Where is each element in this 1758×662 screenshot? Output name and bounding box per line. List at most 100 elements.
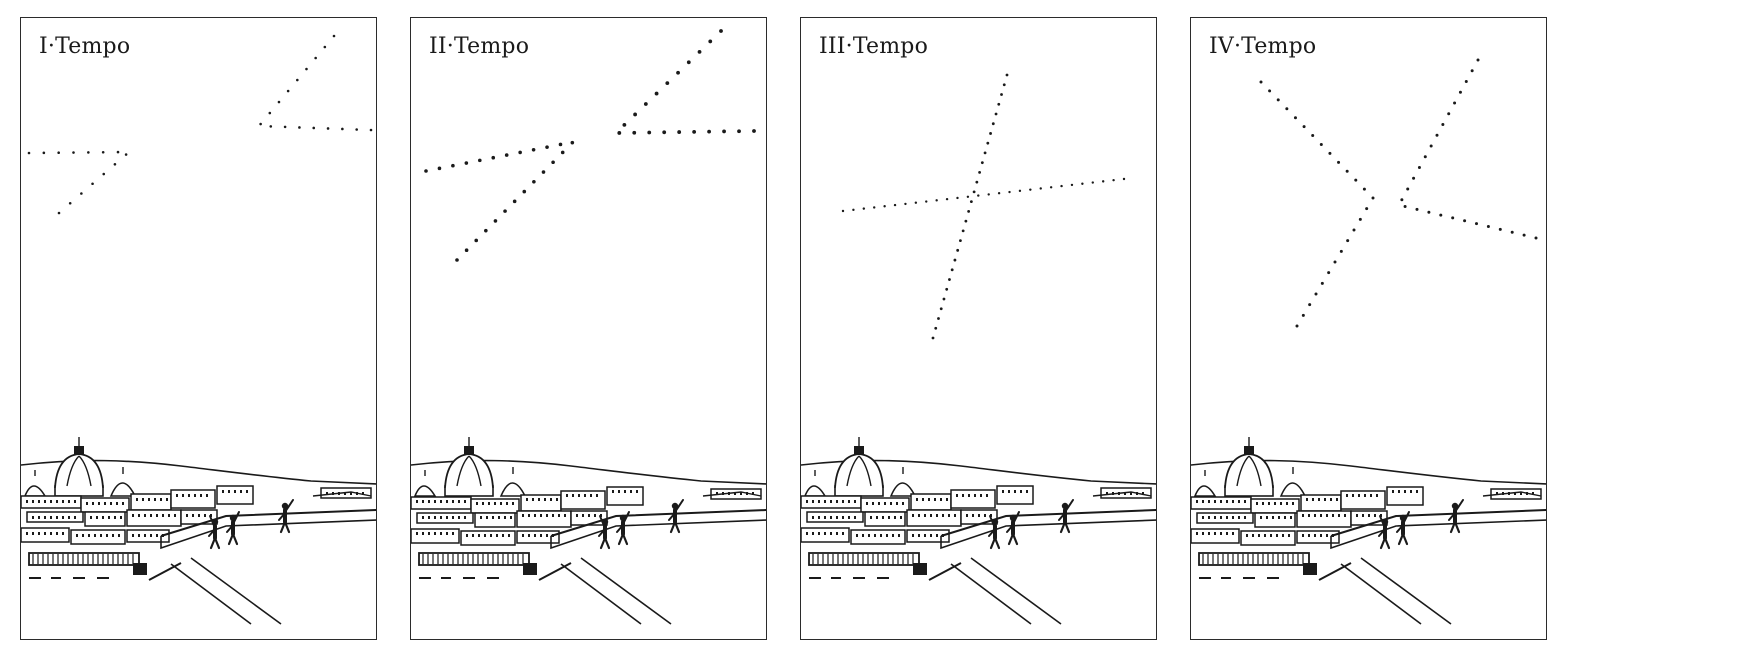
bird-dot (873, 206, 876, 209)
bird-dot (1268, 89, 1272, 93)
bird-dot (57, 211, 61, 215)
bird-dot (113, 162, 117, 166)
bird-dot (1112, 178, 1115, 182)
bird-dot (268, 111, 272, 115)
bird-dot (737, 129, 741, 134)
bird-dot (1327, 271, 1331, 275)
bird-dot (937, 317, 940, 320)
bird-dot (504, 153, 509, 157)
bird-dot (643, 102, 648, 106)
bird-dot (551, 160, 555, 165)
bird-dot (987, 193, 990, 196)
bird-dot (42, 151, 46, 155)
bird-dot (1328, 151, 1332, 155)
bird-dot (914, 201, 918, 204)
bird-dot (647, 130, 652, 135)
panel-title: I·Tempo (39, 34, 131, 59)
bird-dot (1427, 210, 1431, 214)
bird-dot (1400, 198, 1404, 202)
bird-dot (1451, 216, 1455, 220)
bird-dot (948, 278, 951, 281)
bird-dot (1417, 165, 1421, 169)
bird-dot (752, 129, 756, 133)
bird-dot (1008, 190, 1011, 194)
bird-dot (558, 142, 563, 147)
bird-formation (424, 29, 756, 262)
bird-dot (1311, 134, 1315, 138)
bird-dot (632, 130, 637, 135)
bird-dot (708, 39, 713, 44)
bird-dot (545, 145, 549, 149)
bird-dot (286, 89, 290, 93)
bird-dot (1259, 80, 1263, 84)
bird-dot (283, 125, 287, 129)
bird-dot (541, 170, 546, 174)
bird-dot (1319, 142, 1323, 146)
bird-dot (1362, 187, 1366, 191)
city-skyline (1191, 437, 1546, 625)
bird-dot (945, 197, 949, 201)
panel-tempo-4: IV·Tempo (1190, 17, 1547, 640)
bird-dot (72, 151, 75, 154)
bird-dot (904, 202, 907, 206)
bird-dot (1441, 122, 1445, 126)
bird-dot (697, 49, 702, 54)
bird-dot (531, 147, 536, 152)
bird-dot (560, 150, 565, 155)
city-skyline (411, 437, 766, 625)
bird-dot (1295, 324, 1299, 328)
bird-dot (722, 129, 726, 134)
bird-dot (451, 163, 455, 168)
bird-dot (1498, 227, 1502, 231)
bird-dot (1371, 196, 1375, 200)
bird-dot (994, 112, 998, 116)
bird-dot (692, 129, 697, 134)
bird-dot (925, 200, 928, 203)
bird-dot (686, 60, 691, 65)
bird-dot (1301, 313, 1305, 317)
bird-dot (1002, 83, 1006, 87)
bird-dot (570, 140, 575, 145)
illustration (1191, 58, 1546, 625)
bird-dot (305, 67, 308, 71)
bird-dot (484, 228, 488, 233)
bird-dot (977, 194, 980, 197)
bird-dot (1354, 178, 1358, 182)
bird-dot (991, 122, 995, 126)
bird-dot (522, 189, 527, 194)
bird-dot (518, 150, 522, 155)
bird-dot (1474, 222, 1478, 226)
bird-dot (1122, 177, 1126, 181)
bird-dot (1276, 98, 1280, 102)
bird-dot (1101, 180, 1105, 183)
bird-dot (956, 248, 960, 252)
bird-dot (1365, 207, 1369, 211)
bird-dot (935, 199, 938, 202)
bird-dot (503, 209, 507, 213)
bird-dot (326, 127, 330, 130)
bird-dot (617, 131, 622, 135)
bird-dot (1005, 73, 1009, 77)
bird-dot (1049, 186, 1053, 189)
bird-dot (277, 100, 281, 104)
illustration (21, 34, 376, 625)
bird-dot (975, 180, 979, 184)
bird-dot (997, 192, 1001, 195)
bird-dot (1463, 219, 1467, 223)
bird-dot (1435, 133, 1439, 137)
bird-dot (1412, 176, 1416, 180)
bird-dot (1352, 228, 1356, 232)
bird-dot (437, 166, 442, 171)
bird-dot (1358, 217, 1362, 221)
bird-dot (369, 128, 373, 132)
bird-dot (101, 150, 105, 154)
bird-dot (80, 192, 83, 195)
bird-dot (424, 169, 428, 173)
bird-dot (989, 132, 992, 135)
bird-dot (942, 297, 946, 301)
bird-dot (1453, 101, 1457, 105)
bird-dot (945, 287, 949, 291)
bird-dot (676, 70, 680, 75)
bird-dot (654, 91, 659, 96)
bird-formation (27, 34, 373, 215)
